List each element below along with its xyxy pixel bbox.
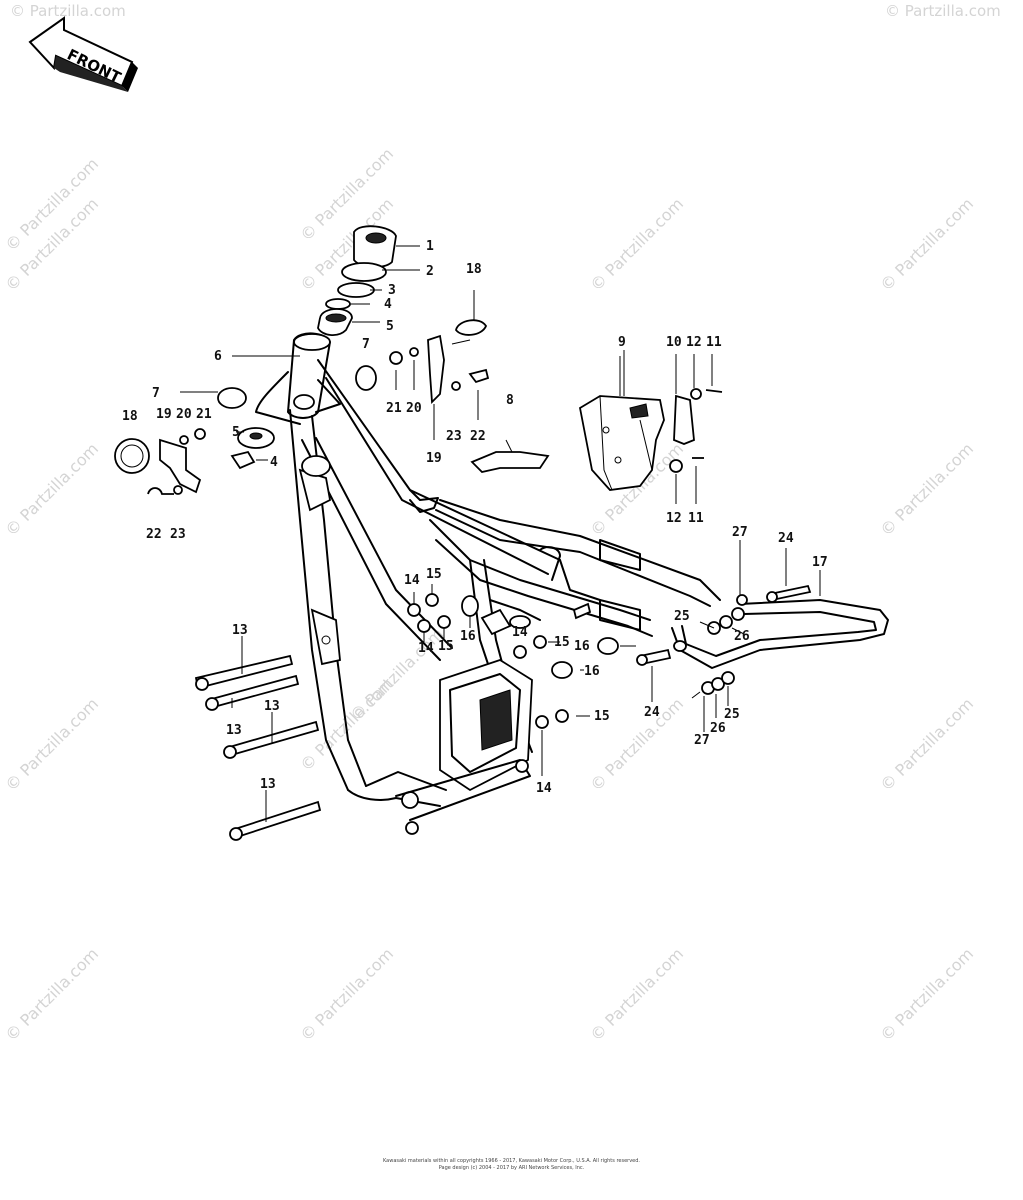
callout-21: 21 [386, 401, 402, 416]
copyright-line-1: Kawasaki materials within all copyrights… [382, 1158, 641, 1164]
callout-7: 7 [152, 386, 160, 401]
battery-case [578, 350, 723, 504]
left-small-parts [114, 387, 275, 495]
rear-grab-rail [636, 540, 889, 732]
mount-nuts [407, 584, 636, 776]
callout-17: 17 [812, 555, 828, 570]
callout-24: 24 [778, 531, 794, 546]
callout-14: 14 [404, 573, 420, 588]
callout-25: 25 [724, 707, 740, 722]
callout-labels: 1 2 3 4 5 6 7 7 18 18 19 20 21 4 5 22 23… [122, 239, 828, 796]
callout-7: 7 [362, 337, 370, 352]
callout-13: 13 [260, 777, 276, 792]
engine-mount-bolts [194, 636, 322, 841]
frame [255, 332, 721, 835]
callout-15: 15 [554, 635, 570, 650]
front-arrow-icon: FRONT [28, 16, 138, 92]
callout-25: 25 [674, 609, 690, 624]
callout-10: 10 [666, 335, 682, 350]
callout-14: 14 [418, 641, 434, 656]
callout-23: 23 [446, 429, 462, 444]
watermark: © Partzilla.com [10, 2, 126, 20]
callout-14: 14 [512, 625, 528, 640]
callout-26: 26 [710, 721, 726, 736]
callout-27: 27 [694, 733, 710, 748]
callout-23: 23 [170, 527, 186, 542]
callout-24: 24 [644, 705, 660, 720]
copyright-line-2: Page design (c) 2004 - 2017 by ARI Netwo… [438, 1165, 585, 1171]
callout-18: 18 [466, 262, 482, 277]
callout-22: 22 [470, 429, 486, 444]
callout-11: 11 [706, 335, 722, 350]
callout-6: 6 [214, 349, 222, 364]
callout-4: 4 [270, 455, 278, 470]
callout-12: 12 [666, 511, 682, 526]
copyright-notice: Kawasaki materials within all copyrights… [0, 1158, 1023, 1172]
callout-3: 3 [388, 283, 396, 298]
callout-19: 19 [156, 407, 172, 422]
callout-12: 12 [686, 335, 702, 350]
callout-16: 16 [574, 639, 590, 654]
callout-5: 5 [386, 319, 394, 334]
callout-4: 4 [384, 297, 392, 312]
tank-mount-parts [355, 290, 550, 473]
callout-18: 18 [122, 409, 138, 424]
callout-1: 1 [426, 239, 434, 254]
callout-2: 2 [426, 264, 434, 279]
callout-21: 21 [196, 407, 212, 422]
callout-27: 27 [732, 525, 748, 540]
callout-16: 16 [584, 664, 600, 679]
watermark: © Partzilla.com [885, 2, 1001, 20]
callout-13: 13 [226, 723, 242, 738]
callout-19: 19 [426, 451, 442, 466]
callout-11: 11 [688, 511, 704, 526]
callout-15: 15 [426, 567, 442, 582]
callout-13: 13 [264, 699, 280, 714]
callout-13: 13 [232, 623, 248, 638]
callout-22: 22 [146, 527, 162, 542]
callout-8: 8 [506, 393, 514, 408]
callout-20: 20 [406, 401, 422, 416]
callout-5: 5 [232, 425, 240, 440]
callout-15: 15 [438, 639, 454, 654]
callout-16: 16 [460, 629, 476, 644]
callout-15: 15 [594, 709, 610, 724]
callout-9: 9 [618, 335, 626, 350]
callout-26: 26 [734, 629, 750, 644]
steering-stem-parts [232, 225, 420, 357]
callout-14: 14 [536, 781, 552, 796]
callout-20: 20 [176, 407, 192, 422]
